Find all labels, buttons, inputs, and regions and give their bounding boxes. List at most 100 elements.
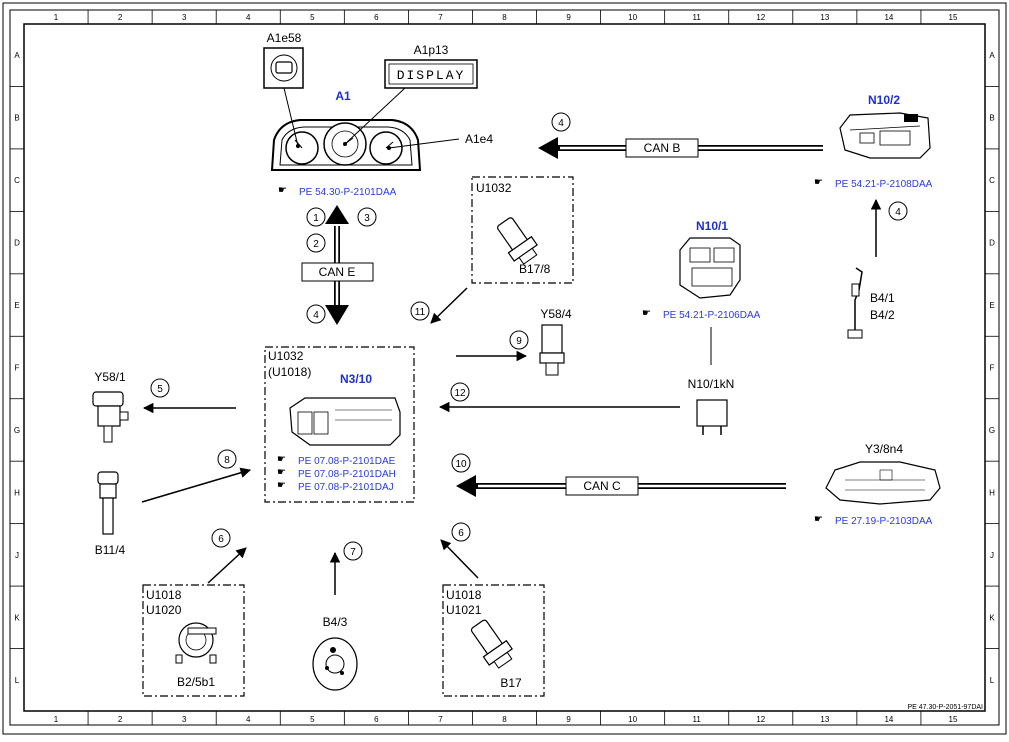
signal-number: 2 xyxy=(306,233,326,253)
label-b4-3: B4/3 xyxy=(323,615,348,629)
grid-column-label: 1 xyxy=(54,13,59,22)
grid-column-label: 4 xyxy=(246,715,251,724)
svg-text:3: 3 xyxy=(364,213,370,224)
can-b-label: CAN B xyxy=(644,141,681,155)
b2-5b1-box xyxy=(142,584,245,697)
grid-row-label: A xyxy=(989,51,995,60)
grid-column-label: 15 xyxy=(949,715,958,724)
label-a1e4: A1e4 xyxy=(465,132,493,146)
label-u1021: U1021 xyxy=(446,603,482,617)
b17-sensor xyxy=(470,619,513,669)
label-u1032-b: U1032 xyxy=(476,181,512,195)
grid-column-label: 14 xyxy=(884,715,893,724)
grid-column-label: 5 xyxy=(310,715,315,724)
grid-row-label: F xyxy=(990,364,995,373)
y58-4-valve xyxy=(539,324,565,376)
svg-text:11: 11 xyxy=(415,307,426,318)
signal-number: 5 xyxy=(150,378,170,398)
svg-text:9: 9 xyxy=(516,336,522,347)
grid-column-label: 2 xyxy=(118,13,123,22)
signal-number: 4 xyxy=(306,304,326,324)
grid-column-label: 7 xyxy=(438,13,443,22)
ref-n10-1: PE 54.21-P-2106DAA xyxy=(663,310,761,321)
manual-ref-icon: ☛ xyxy=(278,185,287,196)
grid-column-label: 3 xyxy=(182,13,187,22)
label-a1: A1 xyxy=(335,89,351,103)
a1e58-lamp xyxy=(263,47,304,148)
grid-column-label: 10 xyxy=(628,13,637,22)
ref-n3-10-2: PE 07.08-P-2101DAH xyxy=(298,469,396,480)
grid-row-label: C xyxy=(14,176,20,185)
signal-number: 1 xyxy=(306,207,326,227)
grid-row-label: L xyxy=(15,676,20,685)
label-a1p13: A1p13 xyxy=(414,43,449,57)
grid-row-label: D xyxy=(989,239,995,248)
b4-1-sensor xyxy=(847,267,863,339)
signal-arrow-6-right xyxy=(440,539,479,579)
svg-text:4: 4 xyxy=(895,207,901,218)
b17-8-box xyxy=(471,176,574,284)
manual-ref-icon: ☛ xyxy=(814,177,823,188)
grid-row-label: F xyxy=(15,364,20,373)
grid-column-label: 8 xyxy=(502,715,507,724)
b2-5b1-sensor xyxy=(175,622,217,664)
ref-y3-8n4: PE 27.19-P-2103DAA xyxy=(835,516,933,527)
signal-number: 12 xyxy=(450,382,470,402)
grid-row-label: B xyxy=(14,114,19,123)
signal-arrow-8 xyxy=(141,467,252,503)
display-text: DISPLAY xyxy=(397,68,466,83)
n10-1-module xyxy=(679,237,741,299)
grid-column-label: 9 xyxy=(566,715,571,724)
ref-a1: PE 54.30-P-2101DAA xyxy=(299,187,397,198)
n3-10-box xyxy=(264,346,415,503)
grid-column-label: 3 xyxy=(182,715,187,724)
signal-number: 9 xyxy=(509,330,529,350)
can-b-bus: CAN B xyxy=(538,137,823,159)
label-u1018-b: U1018 xyxy=(446,588,482,602)
grid-column-label: 7 xyxy=(438,715,443,724)
signal-arrow-11 xyxy=(430,287,468,324)
b17-box xyxy=(442,584,545,697)
label-b11-4: B11/4 xyxy=(95,543,126,557)
a1e4-leader xyxy=(388,138,460,149)
signal-number: 4 xyxy=(551,112,571,132)
can-e-bus: CAN E xyxy=(301,205,374,325)
grid-row-label: J xyxy=(15,551,19,560)
svg-text:1: 1 xyxy=(313,213,319,224)
svg-text:7: 7 xyxy=(350,547,356,558)
svg-text:6: 6 xyxy=(458,528,464,539)
label-u1018-a: U1018 xyxy=(146,588,182,602)
grid-row-label: G xyxy=(989,426,995,435)
signal-number: 6 xyxy=(451,522,471,542)
grid-column-label: 4 xyxy=(246,13,251,22)
svg-text:4: 4 xyxy=(558,118,564,129)
grid-row-label: J xyxy=(990,551,994,560)
b4-3-sensor xyxy=(312,637,358,691)
svg-text:2: 2 xyxy=(313,239,319,250)
grid-column-label: 11 xyxy=(693,13,702,22)
grid-row-label: C xyxy=(989,176,995,185)
label-b4-1: B4/1 xyxy=(870,291,895,305)
grid-column-label: 1 xyxy=(54,715,59,724)
manual-ref-icon: ☛ xyxy=(277,454,286,465)
label-u1018-paren: (U1018) xyxy=(268,365,311,379)
ref-n3-10-1: PE 07.08-P-2101DAE xyxy=(298,456,396,467)
label-n10-2: N10/2 xyxy=(868,93,900,107)
grid-column-label: 12 xyxy=(756,715,765,724)
grid-column-label: 15 xyxy=(949,13,958,22)
svg-text:8: 8 xyxy=(224,455,230,466)
n3-10-ecu xyxy=(289,397,401,446)
manual-ref-icon: ☛ xyxy=(277,467,286,478)
manual-ref-icon: ☛ xyxy=(814,514,823,525)
b17-8-sensor xyxy=(497,217,538,265)
manual-ref-icon: ☛ xyxy=(642,308,651,319)
label-y58-4: Y58/4 xyxy=(540,307,572,321)
svg-text:12: 12 xyxy=(454,388,466,399)
grid-column-label: 13 xyxy=(820,13,829,22)
label-u1020: U1020 xyxy=(146,603,182,617)
footer-code: PE 47.30-P-2051-97DAI xyxy=(908,704,984,711)
grid-row-label: K xyxy=(14,613,20,622)
